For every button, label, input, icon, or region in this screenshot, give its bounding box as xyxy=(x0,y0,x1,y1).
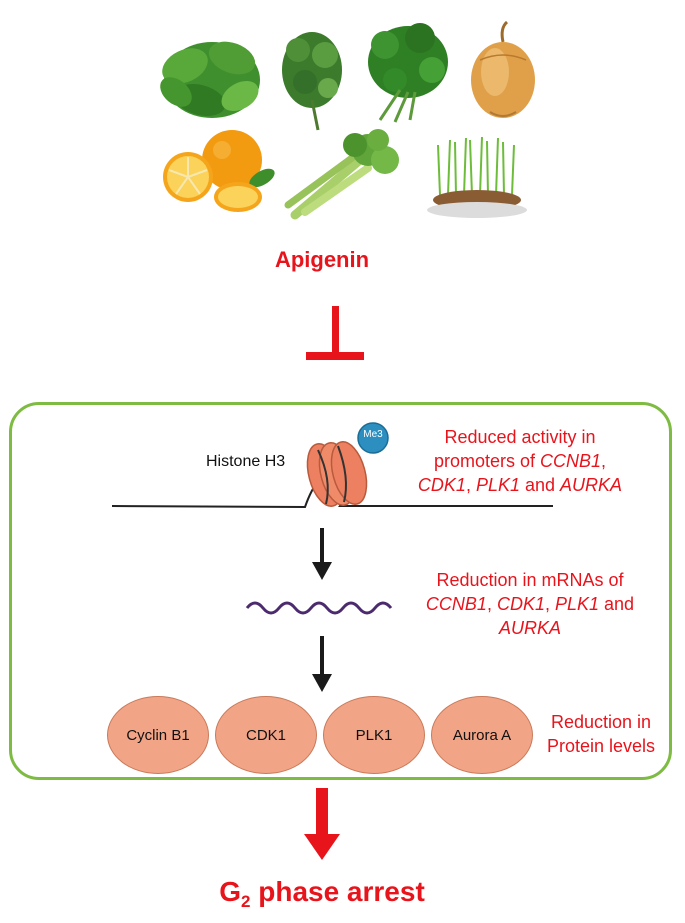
arrow-down-icon xyxy=(312,636,332,692)
me3-badge xyxy=(357,422,389,454)
mrna-reduction-text: Reduction in mRNAs of CCNB1, CDK1, PLK1 … xyxy=(408,568,652,640)
orange-image xyxy=(163,130,275,212)
food-images xyxy=(160,20,535,220)
histone-label: Histone H3 xyxy=(206,453,286,470)
parsley-image xyxy=(368,23,448,123)
me3-label: Me3 xyxy=(363,429,383,440)
mrna-line3: AURKA xyxy=(498,618,561,638)
mrna-line2: CCNB1, CDK1, PLK1 and xyxy=(425,594,635,614)
mechanism-graphics xyxy=(111,422,553,692)
protein-line2: Protein levels xyxy=(546,736,656,756)
nucleosome-icon xyxy=(306,441,368,507)
oregano-image xyxy=(282,32,342,131)
protein-aurora-a: Aurora A xyxy=(431,696,533,774)
promoter-line1: Reduced activity in xyxy=(444,427,596,447)
protein-line1: Reduction in xyxy=(550,712,652,732)
protein-cdk1: CDK1 xyxy=(215,696,317,774)
mechanism-box xyxy=(9,402,672,780)
protein-plk1: PLK1 xyxy=(323,696,425,774)
promoter-activity-text: Reduced activity in promoters of CCNB1, … xyxy=(400,425,640,497)
protein-cyclin-b1: Cyclin B1 xyxy=(107,696,209,774)
promoter-line3: CDK1, PLK1 and AURKA xyxy=(417,475,623,495)
mrna-line1: Reduction in mRNAs of xyxy=(436,570,624,590)
apigenin-label: Apigenin xyxy=(274,247,370,272)
basil-image xyxy=(160,41,260,118)
wheatgrass-image xyxy=(427,136,527,218)
red-arrow-icon xyxy=(304,788,340,860)
protein-reduction-text: Reduction in Protein levels xyxy=(536,710,666,758)
onion-image xyxy=(471,20,535,118)
mrna-wave xyxy=(245,601,393,615)
celery-image xyxy=(284,129,399,220)
inhibition-symbol xyxy=(306,306,364,360)
promoter-line2: promoters of CCNB1, xyxy=(433,451,607,471)
arrow-down-icon xyxy=(312,528,332,580)
g2-phase-arrest-label: G2 phase arrest xyxy=(219,876,425,911)
